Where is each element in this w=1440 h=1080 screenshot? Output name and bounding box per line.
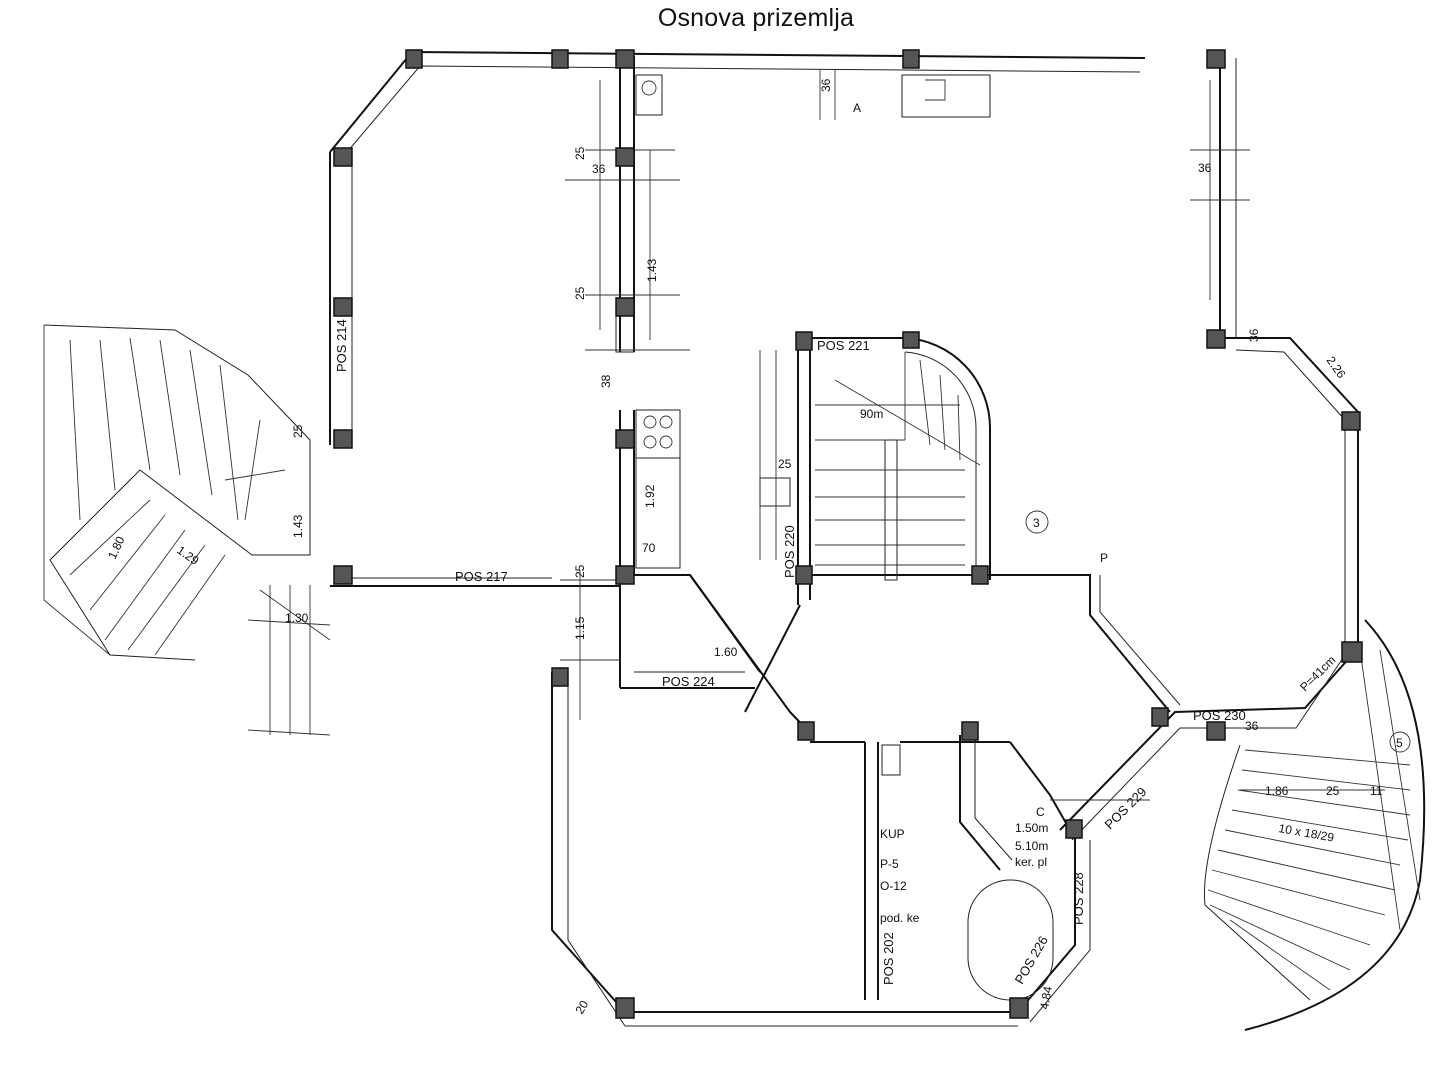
pos-202-label: POS 202 bbox=[881, 932, 896, 985]
dim-143-kitchen: 1.43 bbox=[645, 258, 659, 282]
left-terrace-stairs bbox=[43, 324, 331, 736]
dim-20-label: 20 bbox=[572, 998, 591, 1017]
dim-25-d: 25 bbox=[778, 457, 792, 471]
exterior-walls bbox=[329, 50, 1359, 1027]
marker-circle-3 bbox=[1025, 510, 1049, 534]
pos-220-label: POS 220 bbox=[782, 525, 797, 578]
wc-label-3: ker. pl bbox=[1015, 855, 1047, 869]
dim-484-label: 4.84 bbox=[1037, 985, 1055, 1011]
kup-label-1: KUP bbox=[880, 827, 905, 841]
dim-36-south: 36 bbox=[1245, 719, 1259, 733]
right-curved-stairs bbox=[1203, 619, 1426, 1031]
structural-columns bbox=[333, 49, 1363, 1019]
dim-143-terrace: 1.43 bbox=[291, 514, 305, 538]
kitchen-fixtures bbox=[615, 74, 991, 569]
kup-label-3: O-12 bbox=[880, 879, 907, 893]
dim-36-east: 36 bbox=[1247, 328, 1261, 342]
dim-160-label: 1.60 bbox=[714, 645, 738, 659]
letter-p-label: P bbox=[1100, 551, 1108, 565]
stair-label: 90m bbox=[860, 407, 883, 421]
circle-3-label: 3 bbox=[1033, 516, 1040, 530]
dim-36-top: 36 bbox=[819, 78, 833, 92]
dim-130-label: 1.30 bbox=[285, 611, 309, 625]
dim-36-right: 36 bbox=[1198, 161, 1212, 175]
letter-c-label: C bbox=[1036, 805, 1045, 819]
dim-25-f: 25 bbox=[1326, 784, 1340, 798]
circle-5-label: 5 bbox=[1396, 736, 1403, 750]
pos-228-label: POS 228 bbox=[1071, 872, 1086, 925]
dim-226-label: 2.26 bbox=[1324, 354, 1349, 381]
dim-11-label: 11 bbox=[1370, 784, 1383, 798]
dim-129-label: 1.29 bbox=[174, 543, 201, 568]
interior-walls bbox=[619, 56, 1181, 1000]
dim-115-label: 1.15 bbox=[573, 616, 587, 640]
letter-a-label: A bbox=[853, 101, 861, 115]
pos-224-label: POS 224 bbox=[662, 674, 715, 689]
dim-180-label: 1.80 bbox=[105, 534, 128, 561]
dimension-lines bbox=[560, 70, 1385, 801]
dim-38-label: 38 bbox=[599, 374, 613, 388]
pos-230-label: POS 230 bbox=[1193, 708, 1246, 723]
main-staircase bbox=[759, 337, 992, 581]
pos-217-label: POS 217 bbox=[455, 569, 508, 584]
dim-25-b: 25 bbox=[573, 286, 587, 300]
dim-70-label: 70 bbox=[642, 541, 656, 555]
dim-25-a: 25 bbox=[573, 146, 587, 160]
pos-214-label: POS 214 bbox=[334, 319, 349, 372]
dim-192-label: 1.92 bbox=[643, 484, 657, 508]
kup-label-2: P-5 bbox=[880, 857, 899, 871]
dim-25-e: 25 bbox=[573, 564, 587, 578]
marker-circle-5 bbox=[1389, 731, 1411, 753]
pos-226-label: POS 226 bbox=[1012, 933, 1051, 986]
pos-221-label: POS 221 bbox=[817, 338, 870, 353]
wc-label-1: 1.50m bbox=[1015, 821, 1048, 835]
kup-label-4: pod. ke bbox=[880, 911, 920, 925]
dim-25-c: 25 bbox=[291, 424, 305, 438]
stair-steps-label: 10 x 18/29 bbox=[1277, 821, 1335, 845]
plan-title: Osnova prizemlja bbox=[657, 4, 855, 32]
pos-229-label: POS 229 bbox=[1102, 784, 1150, 832]
dim-36-kitchen: 36 bbox=[592, 162, 606, 176]
wc-label-2: 5.10m bbox=[1015, 839, 1048, 853]
dim-186-label: 1.86 bbox=[1265, 784, 1289, 798]
